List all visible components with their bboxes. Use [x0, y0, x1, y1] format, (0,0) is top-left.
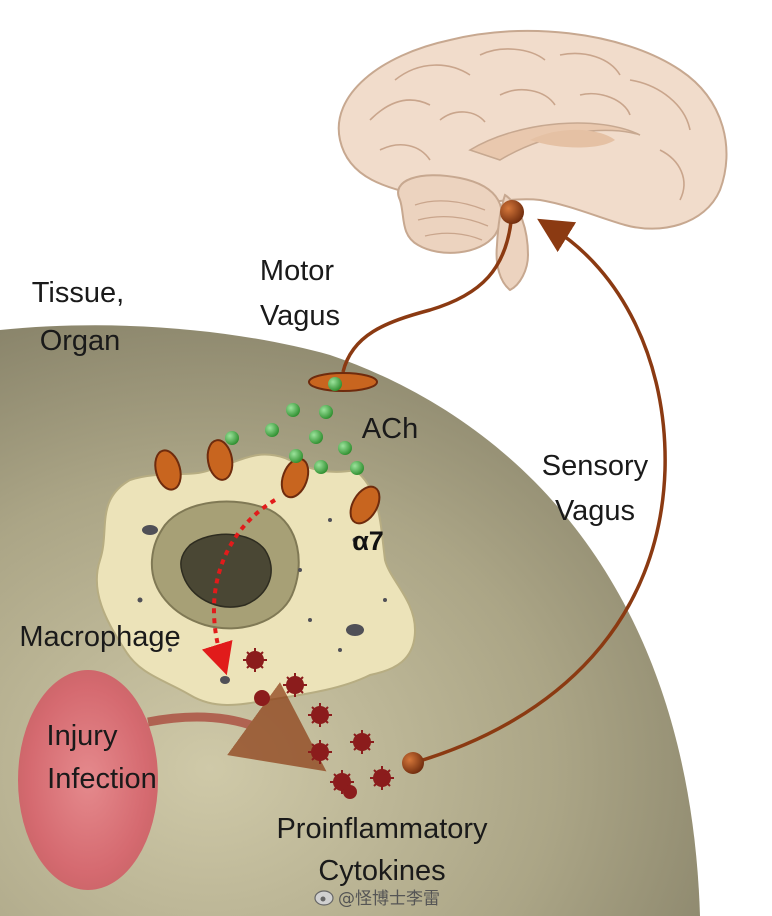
motor-vagus-label-line2: Vagus [260, 300, 340, 332]
motor-vagus-nerve [341, 211, 514, 373]
injury-infection-region [18, 670, 158, 890]
tissue-label-line2: Organ [40, 325, 121, 357]
intracellular-signal-arrow [201, 498, 277, 676]
tissue-label-line1: Tissue, [32, 277, 124, 309]
injury-label-line1: Injury [47, 720, 118, 752]
injury-label-line2: Infection [47, 763, 157, 795]
sensory-vagus-nerve [412, 218, 667, 765]
nerve-terminal [308, 372, 378, 392]
sensory-ending [402, 752, 424, 774]
brainstem-nucleus [500, 200, 524, 224]
ach-label: ACh [362, 413, 418, 445]
alpha7-receptors [154, 439, 381, 525]
motor-vagus-label-line1: Motor [260, 255, 334, 287]
ach-molecules [225, 377, 364, 475]
brain-illustration [337, 29, 728, 292]
macrophage-label: Macrophage [19, 621, 180, 653]
sensory-vagus-label-line2: Vagus [555, 495, 635, 527]
watermark-text: @怪博士李雷 [338, 889, 440, 909]
cytokines-label-line2: Cytokines [318, 855, 445, 887]
weibo-icon [314, 890, 334, 906]
alpha7-label: α7 [352, 526, 384, 556]
cytokines-label-line1: Proinflammatory [276, 813, 488, 845]
injury-to-macrophage-arrow [147, 682, 327, 772]
sensory-vagus-label-line1: Sensory [542, 450, 649, 482]
